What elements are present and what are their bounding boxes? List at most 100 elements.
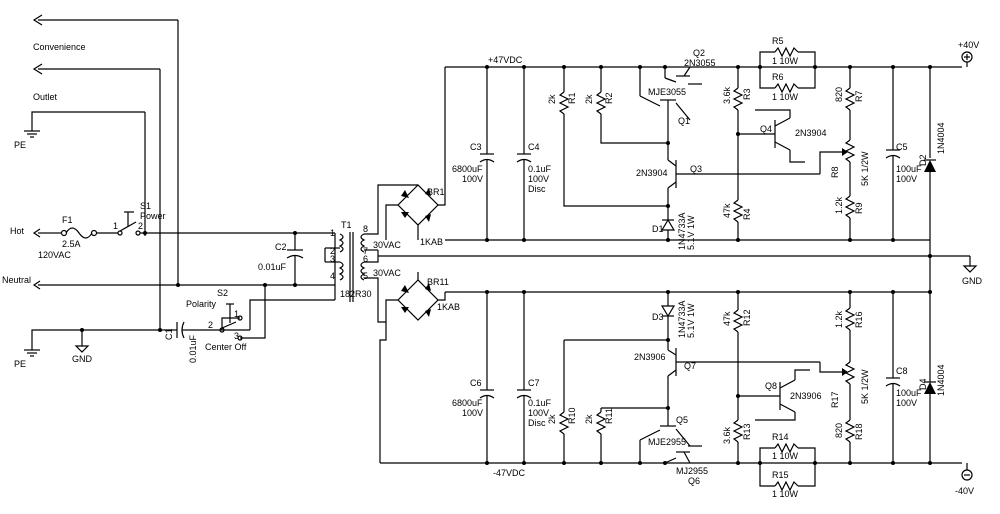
q7-label: Q7 [684, 361, 696, 371]
r12-label: R12 [742, 309, 752, 326]
c8-value1: 100uF [896, 388, 922, 398]
r13-label: R13 [742, 423, 752, 440]
resistor-r10-icon [558, 339, 668, 463]
d4-part: 1N4004 [936, 364, 946, 396]
c6-value2: 100V [462, 408, 483, 418]
t1-pin-8: 8 [363, 224, 368, 234]
bridge-br11-icon [379, 272, 446, 463]
c5-value2: 100V [896, 174, 917, 184]
r18-label: R18 [854, 423, 864, 440]
r18-value: 820 [834, 423, 844, 438]
negative-rail-label: -47VDC [493, 468, 526, 478]
r8-value: 5K 1/2W [860, 151, 870, 186]
t1-pin-2: 2 [330, 246, 335, 256]
resistor-r9-icon [844, 162, 856, 240]
resistor-r12-icon [732, 292, 744, 420]
r15-label: R15 [772, 470, 789, 480]
r17-value: 5K 1/2W [860, 369, 870, 404]
t1-pin-4: 4 [330, 271, 335, 281]
r4-value: 47k [722, 203, 732, 218]
pe-ground-bottom-icon [24, 349, 40, 357]
r16-label: R16 [854, 311, 864, 328]
t1-pin-5: 5 [363, 271, 368, 281]
r1-value: 2k [547, 94, 557, 104]
q6-part: MJ2955 [676, 466, 708, 476]
t1-voltage-bottom: 30VAC [373, 268, 401, 278]
r11-value: 2k [584, 414, 594, 424]
t1-pin-1: 1 [330, 228, 335, 238]
t1-part: 182R30 [340, 289, 372, 299]
positive-output-terminal-icon [961, 51, 973, 67]
gnd-right-label: GND [962, 276, 983, 286]
positive-rail-label: +47VDC [488, 55, 523, 65]
s2-name: Polarity [186, 299, 217, 309]
q3-label: Q3 [690, 164, 702, 174]
resistor-r15-icon [759, 463, 816, 492]
r12-value: 47k [722, 311, 732, 326]
s2-pin3: 3 [234, 331, 239, 341]
bridge-br1-icon [385, 67, 446, 240]
resistor-r13-icon [732, 419, 744, 463]
s1-name: Power [140, 211, 166, 221]
q1-label: Q1 [678, 116, 690, 126]
neutral-label: Neutral [2, 275, 31, 285]
c6-label: C6 [470, 378, 482, 388]
r3-label: R3 [742, 88, 752, 100]
d2-label: D2 [918, 154, 928, 166]
s2-pin2: 2 [208, 320, 213, 330]
resistor-r5-icon [759, 46, 816, 67]
c1-value: 0.01uF [188, 334, 198, 363]
resistor-r1-icon [558, 67, 668, 207]
d3-rating: 5.1V 1W [686, 303, 696, 338]
r7-value: 820 [834, 87, 844, 102]
r10-label: R10 [567, 407, 577, 424]
capacitor-c6-icon [479, 292, 495, 463]
f1-voltage: 120VAC [38, 250, 71, 260]
t1-pin-7: 7 [363, 246, 368, 256]
d1-rating: 5.1V 1W [686, 215, 696, 250]
t1-pin-6: 6 [363, 254, 368, 264]
outlet-label: Outlet [33, 92, 58, 102]
transistor-q2-icon [664, 66, 702, 85]
transistor-q7-icon [667, 340, 820, 408]
diode-d2-icon [924, 67, 936, 256]
c6-value1: 6800uF [452, 398, 483, 408]
c3-value1: 6800uF [452, 164, 483, 174]
resistor-r3-icon [732, 67, 744, 200]
positive-output-label: +40V [958, 40, 979, 50]
resistor-r6-icon [759, 67, 816, 94]
f1-label: F1 [62, 215, 73, 225]
s2-position: Center Off [205, 342, 247, 352]
negative-output-label: -40V [955, 486, 974, 496]
switch-s2-icon [219, 303, 243, 341]
transistor-q4-icon [738, 109, 805, 163]
c1-label: C1 [164, 328, 174, 340]
c3-value2: 100V [462, 174, 483, 184]
diode-d4-icon [924, 292, 936, 463]
q4-part: 2N3904 [795, 128, 827, 138]
s1-pin1: 1 [113, 221, 118, 231]
c3-label: C3 [470, 142, 482, 152]
fuse-f1-icon [60, 227, 98, 239]
r1-label: R1 [567, 92, 577, 104]
r6-label: R6 [772, 72, 784, 82]
r3-value: 3.6k [722, 86, 732, 104]
potentiometer-r8-icon [819, 139, 856, 174]
resistor-r4-icon [732, 199, 744, 240]
zener-d1-icon [660, 206, 676, 240]
gnd-left-icon [74, 345, 90, 353]
r4-label: R4 [742, 208, 752, 220]
pe-top-label: PE [14, 140, 26, 150]
capacitor-c8-icon [885, 292, 901, 463]
t1-voltage-top: 30VAC [373, 240, 401, 250]
transistor-q6-icon [664, 445, 702, 464]
s1-pin2: 2 [138, 221, 143, 231]
capacitor-c1-icon [170, 321, 190, 339]
q2-part: 2N3055 [684, 58, 716, 68]
switch-s1-icon [117, 211, 141, 236]
s1-label: S1 [140, 201, 151, 211]
potentiometer-r17-icon [819, 361, 856, 385]
r10-value: 2k [547, 414, 557, 424]
d1-label: D1 [652, 224, 664, 234]
